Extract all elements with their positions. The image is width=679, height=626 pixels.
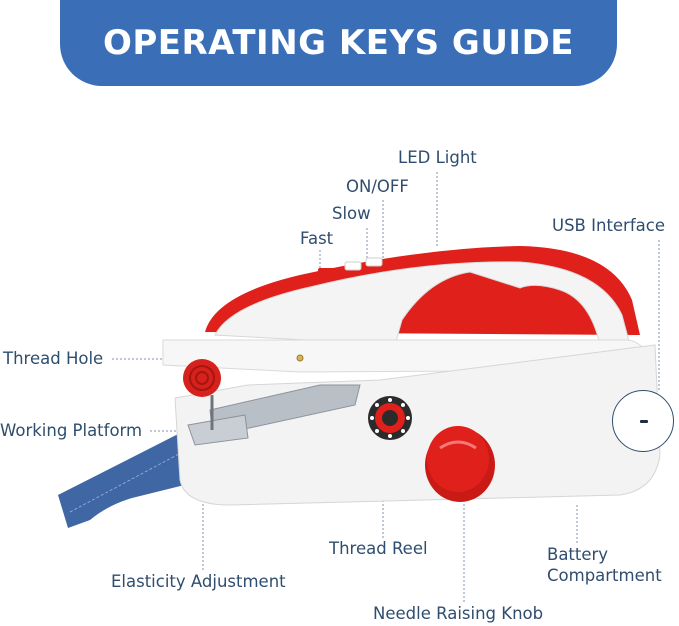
usb-interface-callout bbox=[612, 390, 674, 452]
label-led-light: LED Light bbox=[398, 148, 477, 167]
on-off-button bbox=[366, 258, 382, 266]
label-thread-reel: Thread Reel bbox=[329, 539, 428, 558]
slow-button bbox=[345, 262, 361, 270]
label-on-off: ON/OFF bbox=[346, 177, 409, 196]
label-needle-raising-knob: Needle Raising Knob bbox=[373, 604, 543, 623]
label-fast: Fast bbox=[300, 229, 333, 248]
label-elasticity-adjustment: Elasticity Adjustment bbox=[111, 572, 286, 591]
label-battery-line2: Compartment bbox=[547, 566, 662, 585]
label-usb-interface: USB Interface bbox=[552, 216, 665, 235]
label-battery-line1: Battery bbox=[547, 545, 608, 564]
usb-port-icon bbox=[640, 420, 648, 423]
thread-hole bbox=[297, 355, 303, 361]
fast-button bbox=[318, 268, 338, 276]
label-working-platform: Working Platform bbox=[0, 421, 142, 440]
label-thread-hole: Thread Hole bbox=[3, 349, 103, 368]
thread-spool-left bbox=[183, 359, 221, 397]
label-slow: Slow bbox=[332, 204, 371, 223]
